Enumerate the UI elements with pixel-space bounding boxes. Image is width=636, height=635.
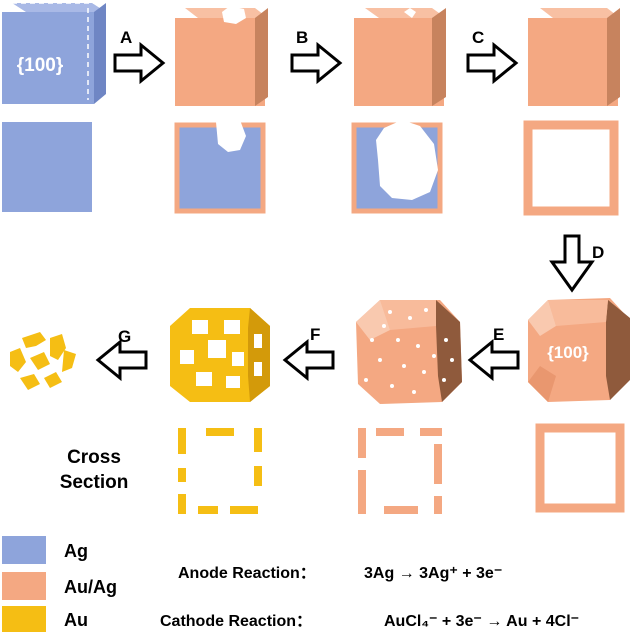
arrow-e [468, 340, 520, 380]
section-void [351, 120, 443, 214]
section-pinhole [174, 120, 266, 214]
arrow-d [549, 234, 595, 293]
section-hollow-box-2 [535, 423, 625, 513]
legend: Ag Au/Ag Au [2, 536, 117, 632]
arrow-a [113, 43, 165, 83]
section-hollow-box [523, 120, 619, 216]
section-ag [2, 122, 92, 212]
cross-section-label-1: Cross [67, 447, 121, 468]
section-au-dashed [178, 428, 262, 514]
au-fragments [10, 332, 76, 390]
legend-swatch-ag [2, 536, 46, 564]
cross-section-label-2: Section [60, 472, 129, 493]
arrow-b [290, 43, 342, 83]
arrow-f [283, 340, 335, 380]
arrow-g [96, 340, 148, 380]
legend-swatch-au [2, 606, 46, 632]
legend-label-auag: Au/Ag [64, 577, 117, 597]
step-d-label: D [592, 243, 604, 262]
porous-polyhedron [356, 300, 462, 404]
step-b-label: B [296, 28, 308, 47]
pinhole [222, 6, 246, 24]
auag-cube-1 [175, 6, 268, 106]
step-g-label: G [118, 327, 131, 346]
ag-face-label: {100} [17, 55, 64, 76]
legend-swatch-auag [2, 572, 46, 600]
truncated-cube: {100} [528, 298, 630, 402]
anode-label: Anode Reaction： [178, 565, 316, 582]
ag-cube: {100} [2, 2, 106, 104]
au-nanoframe [170, 308, 270, 402]
auag-cube-2 [354, 8, 446, 106]
cathode-label: Cathode Reaction： [160, 613, 312, 630]
cathode-equation: AuCl₄⁻ + 3e⁻ → Au + 4Cl⁻ [384, 613, 579, 630]
legend-label-au: Au [64, 610, 88, 630]
step-e-label: E [493, 325, 504, 344]
anode-equation: 3Ag → 3Ag⁺ + 3e⁻ [364, 565, 502, 582]
step-f-label: F [310, 325, 320, 344]
auag-cube-3 [528, 8, 620, 106]
pinhole [404, 8, 416, 18]
section-auag-dashed [358, 428, 442, 514]
step-a-label: A [120, 28, 132, 47]
arrow-c [466, 43, 518, 83]
step-c-label: C [472, 28, 484, 47]
poly-face-label: {100} [547, 343, 589, 362]
legend-label-ag: Ag [64, 541, 88, 561]
